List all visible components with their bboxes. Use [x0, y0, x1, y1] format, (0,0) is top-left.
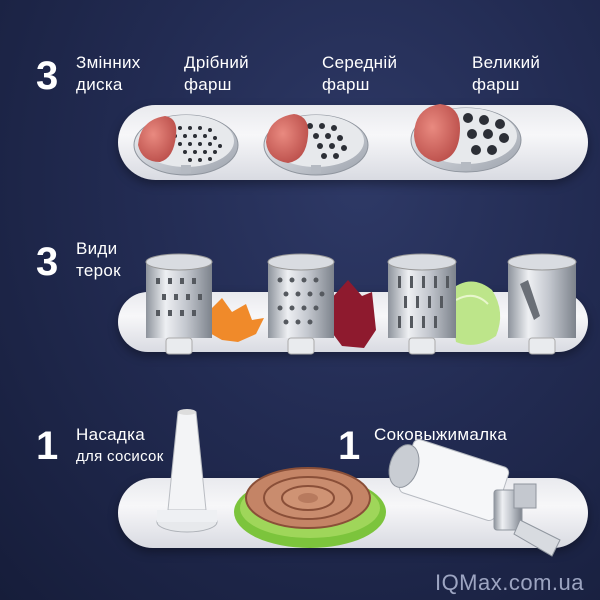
graters-title-line2: терок [76, 261, 121, 280]
grater-coarse-icon [145, 253, 264, 355]
disc-medium-line1: Середній [322, 53, 398, 72]
disc-coarse-line1: Великий [472, 53, 541, 72]
disc-fine-line1: Дрібний [184, 53, 249, 72]
discs-title-line1: Змінних [76, 53, 141, 72]
sausage-count: 1 [36, 424, 59, 468]
graters-title: Види терок [76, 238, 121, 282]
juicer-attachment-icon [388, 438, 561, 557]
sausage-title: Насадка для сосисок [76, 424, 164, 468]
graters-count: 3 [36, 240, 59, 284]
grater-medium-icon [267, 253, 376, 355]
juicer-title: Соковыжималка [374, 425, 508, 444]
disc-coarse-icon [410, 104, 522, 173]
disc-fine-line2: фарш [184, 75, 232, 94]
disc-fine-icon [133, 114, 239, 176]
disc-medium-line2: фарш [322, 75, 370, 94]
disc-medium-icon [263, 114, 369, 176]
sausage-coil-icon [234, 467, 386, 548]
discs-count: 3 [36, 54, 59, 98]
grater-slicer-icon [387, 253, 501, 355]
sausage-nozzle-icon [156, 409, 218, 533]
grater-slice-drum-icon [507, 253, 577, 355]
discs-title: Змінних диска [76, 52, 141, 96]
disc-label-coarse: Великий фарш [472, 52, 540, 96]
disc-coarse-line2: фарш [472, 75, 520, 94]
graters-title-line1: Види [76, 239, 118, 258]
disc-label-fine: Дрібний фарш [184, 52, 249, 96]
disc-label-medium: Середній фарш [322, 52, 397, 96]
juicer-count: 1 [338, 424, 361, 468]
sausage-title-line2: для сосисок [76, 448, 164, 465]
discs-title-line2: диска [76, 75, 123, 94]
watermark: IQMax.com.ua [434, 570, 584, 595]
sausage-title-line1: Насадка [76, 425, 145, 444]
